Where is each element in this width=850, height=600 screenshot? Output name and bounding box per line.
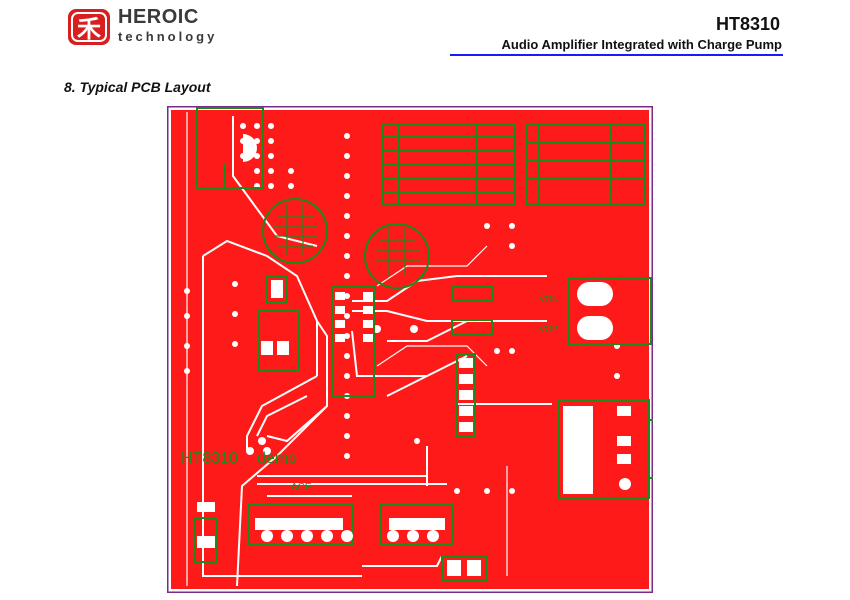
header-divider	[450, 54, 783, 56]
heroic-logo: 禾	[66, 7, 112, 47]
board-label-vop: VOP	[539, 324, 558, 334]
pcb-silkscreen	[194, 107, 653, 581]
svg-text:禾: 禾	[77, 15, 101, 43]
board-label-model: HT8310	[181, 450, 238, 467]
pcb-traces	[202, 116, 552, 587]
brand-name: HEROIC	[118, 6, 199, 28]
document-title: HT8310	[715, 14, 780, 34]
capacitor-hatching	[273, 204, 419, 276]
brand-subtitle: technology	[118, 29, 218, 44]
pcb-board	[171, 110, 649, 589]
board-label-ace: ACE	[291, 482, 312, 493]
pcb-layout-drawing: HT8310 demo ACE VON VOP	[167, 106, 653, 593]
pcb-layout-figure: HT8310 demo ACE VON VOP	[167, 106, 653, 593]
pcb-vias	[184, 123, 620, 494]
pcb-pads	[197, 134, 631, 576]
section-title: 8. Typical PCB Layout	[64, 79, 211, 95]
board-label-demo: demo	[257, 450, 297, 467]
document-subtitle: Audio Amplifier Integrated with Charge P…	[501, 37, 782, 52]
board-label-von: VON	[539, 294, 559, 304]
